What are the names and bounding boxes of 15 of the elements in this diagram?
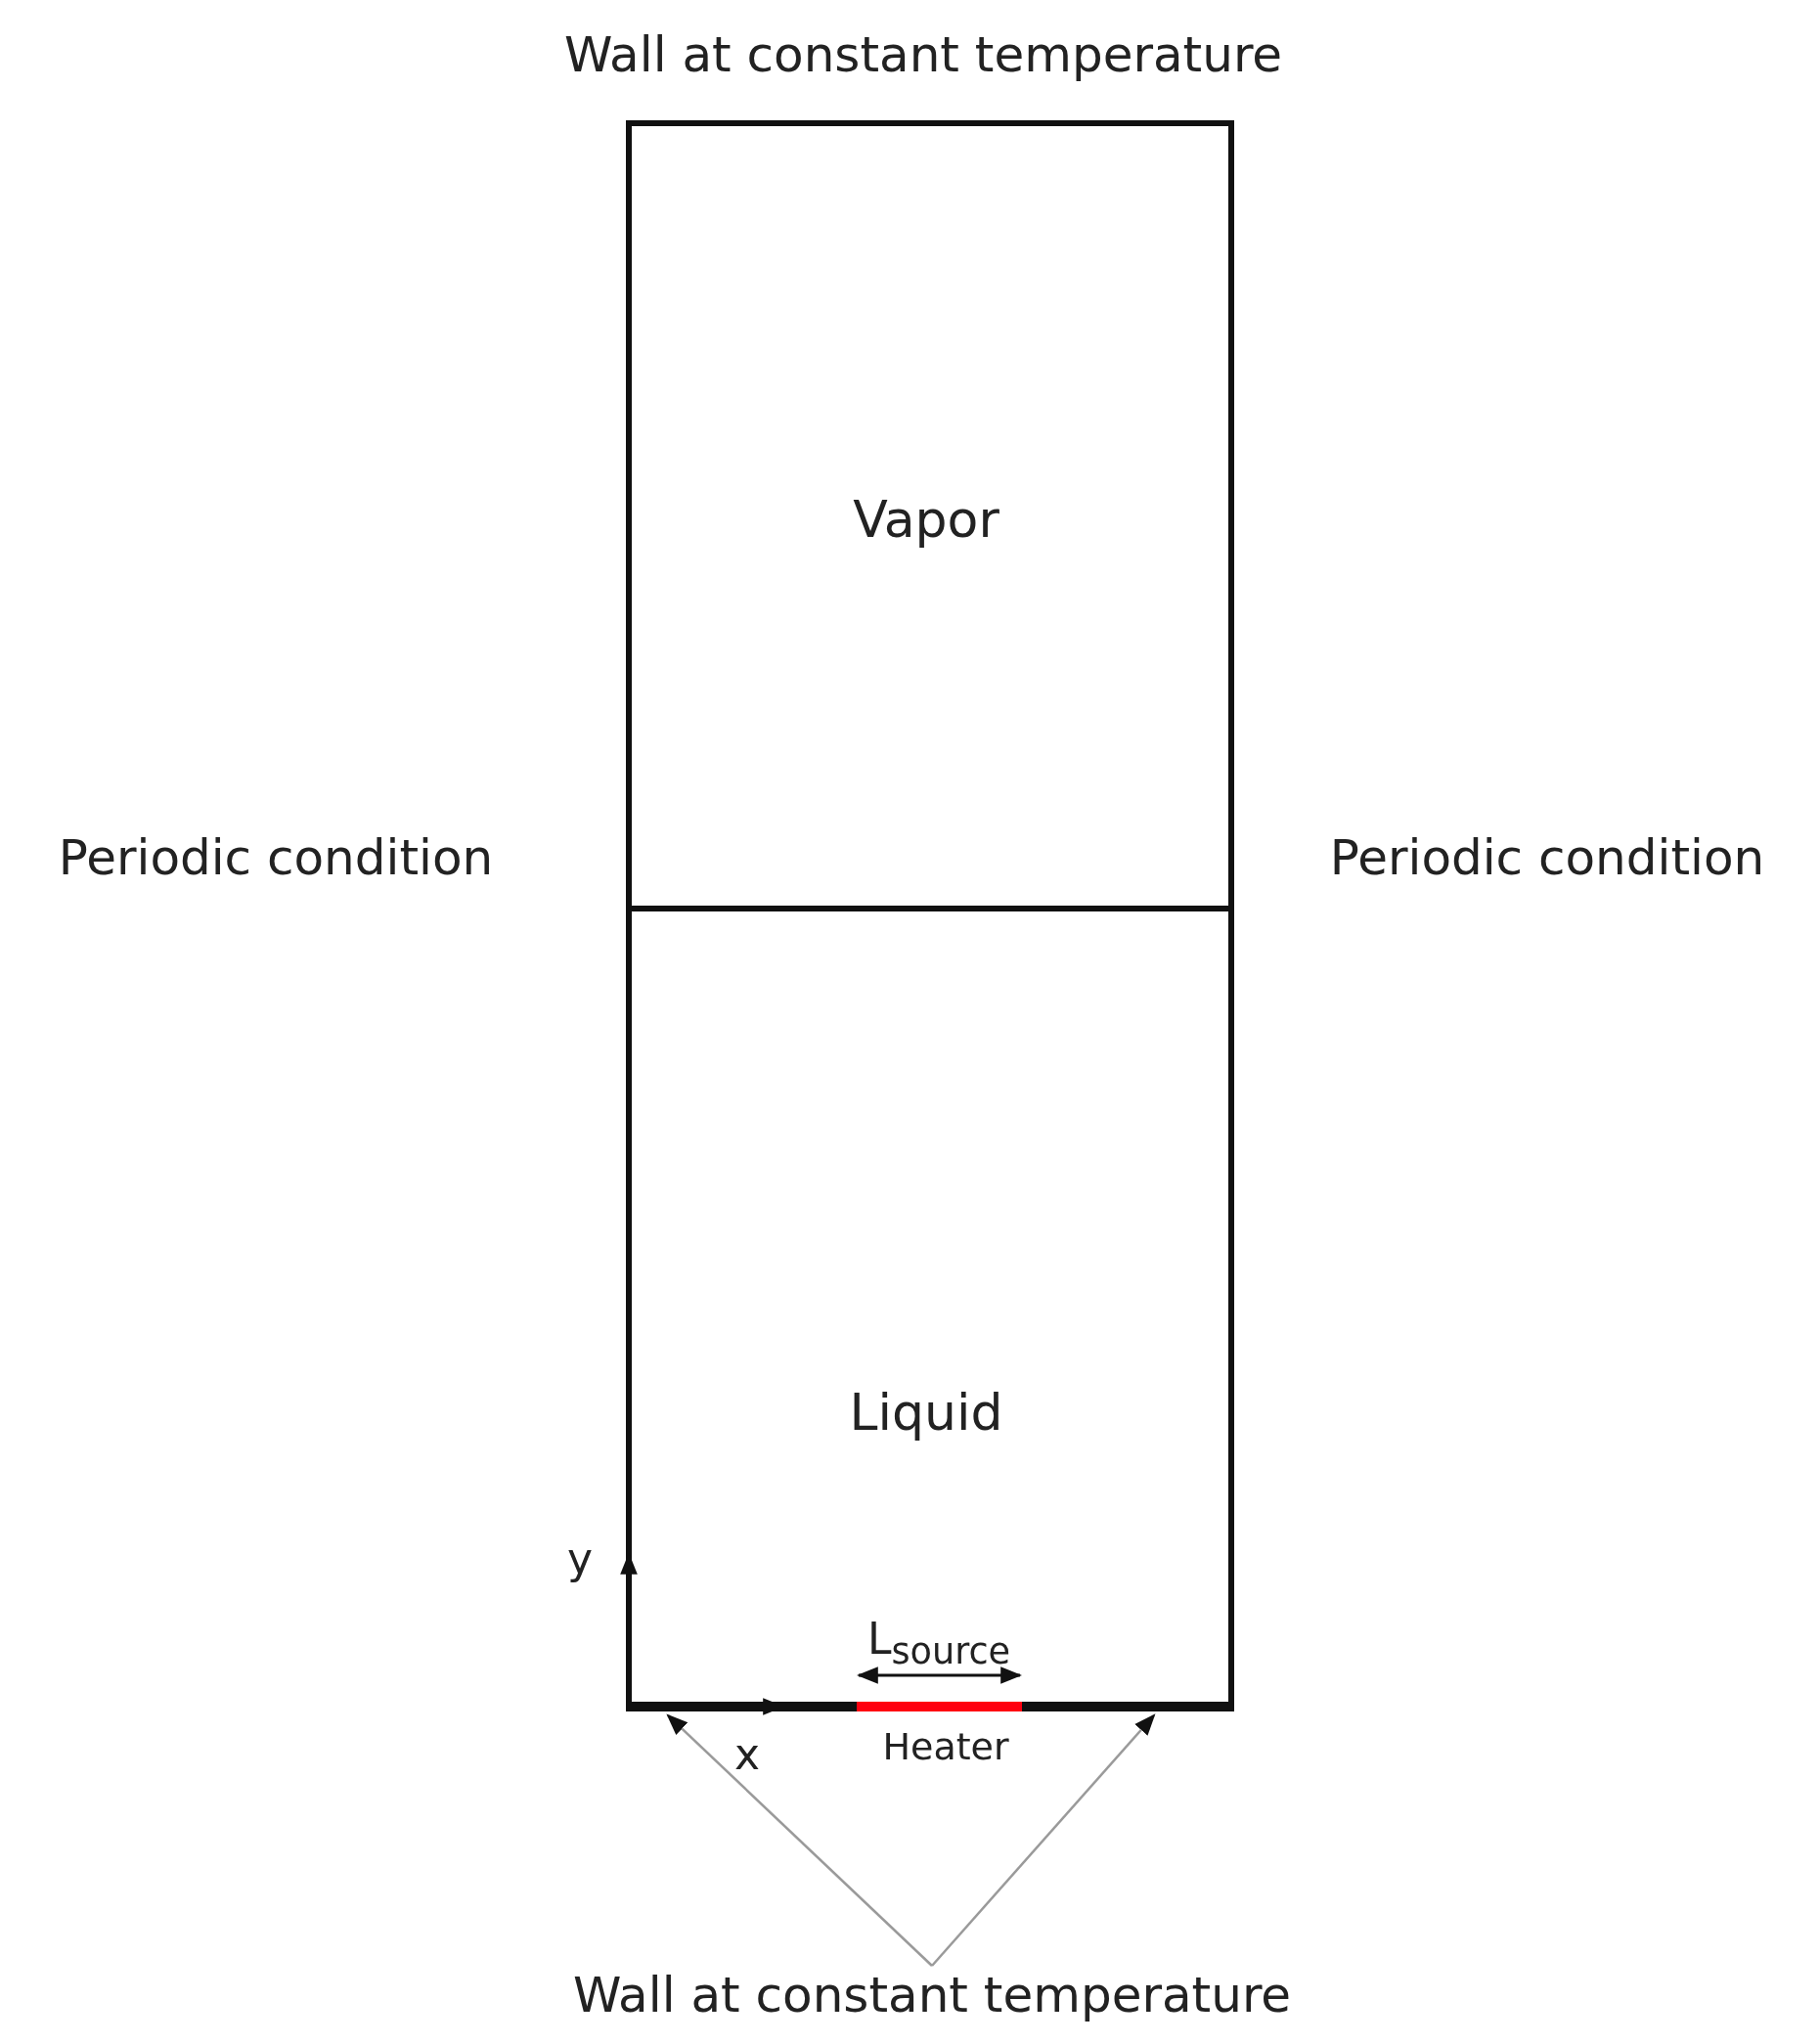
heater-label: Heater [882, 1725, 1009, 1768]
boundary-note: Periodic condition [1329, 829, 1765, 886]
leader-line [931, 1713, 1156, 1967]
heater-strip [857, 1702, 1022, 1711]
boundary-note: Periodic condition [58, 829, 494, 886]
boundary-note: Wall at constant temperature [563, 26, 1283, 83]
axis-label: x [734, 1728, 760, 1779]
bottom-wall [626, 1702, 857, 1711]
leader-line [666, 1713, 933, 1967]
region-label: Liquid [849, 1383, 1003, 1442]
dimension-label: L$_{source}$ [866, 1614, 1011, 1672]
boundary-note: Wall at constant temperature [572, 1967, 1292, 2023]
bottom-wall [1022, 1702, 1234, 1711]
axis-label: y [567, 1533, 593, 1583]
region-label: Vapor [853, 490, 999, 549]
